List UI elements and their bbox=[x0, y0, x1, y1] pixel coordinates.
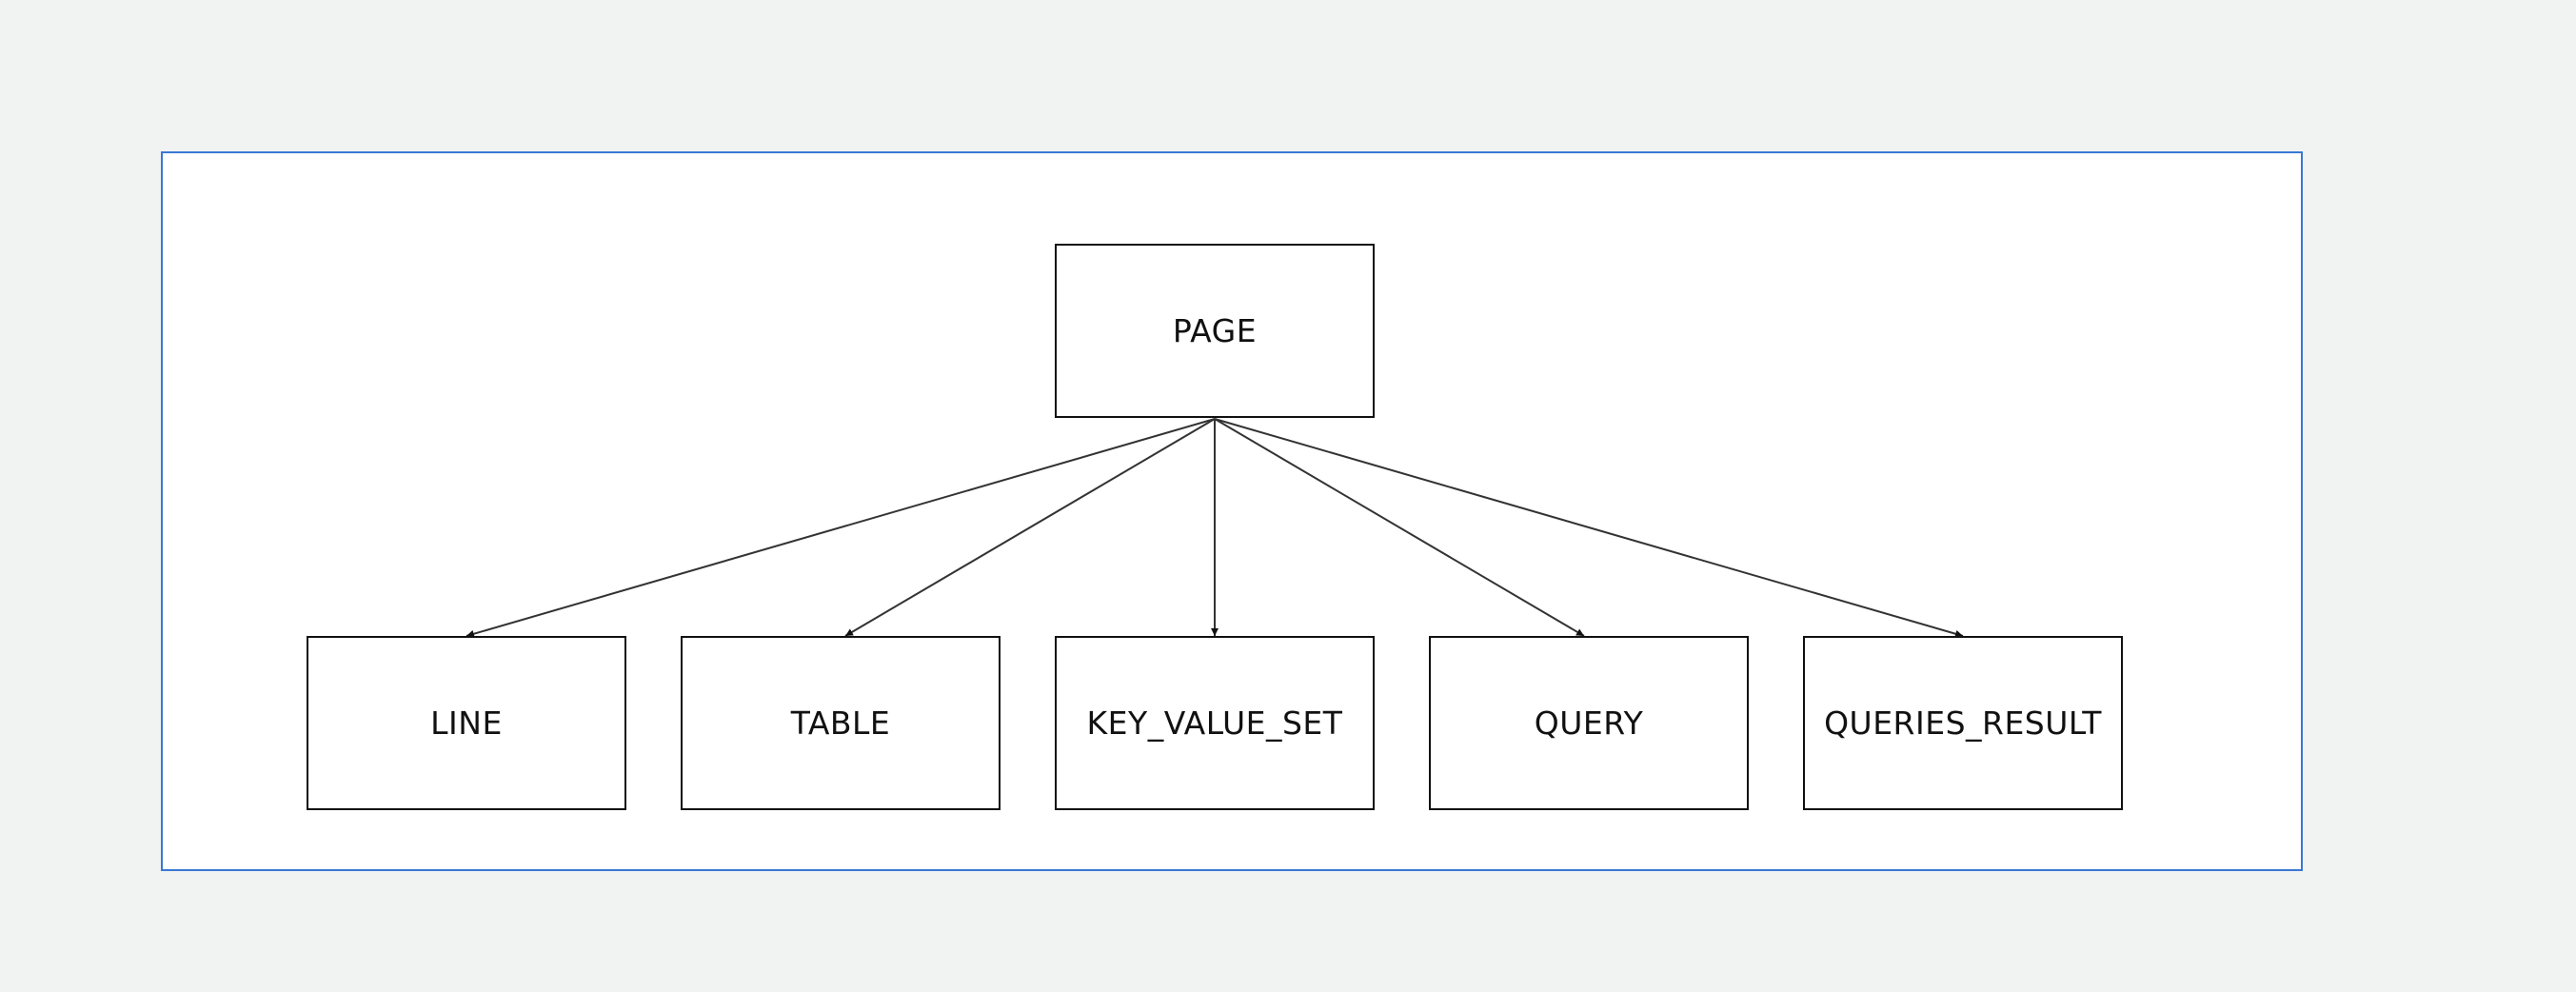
node-table: TABLE bbox=[681, 636, 1001, 810]
node-key-value-set: KEY_VALUE_SET bbox=[1055, 636, 1375, 810]
node-line: LINE bbox=[307, 636, 626, 810]
node-queries-result-label: QUERIES_RESULT bbox=[1824, 704, 2102, 742]
node-query: QUERY bbox=[1429, 636, 1749, 810]
node-queries-result: QUERIES_RESULT bbox=[1803, 636, 2123, 810]
node-line-label: LINE bbox=[430, 704, 503, 742]
node-page-label: PAGE bbox=[1172, 312, 1258, 349]
node-key-value-set-label: KEY_VALUE_SET bbox=[1086, 704, 1343, 742]
node-table-label: TABLE bbox=[790, 704, 891, 742]
node-query-label: QUERY bbox=[1534, 704, 1644, 742]
node-page: PAGE bbox=[1055, 244, 1375, 418]
